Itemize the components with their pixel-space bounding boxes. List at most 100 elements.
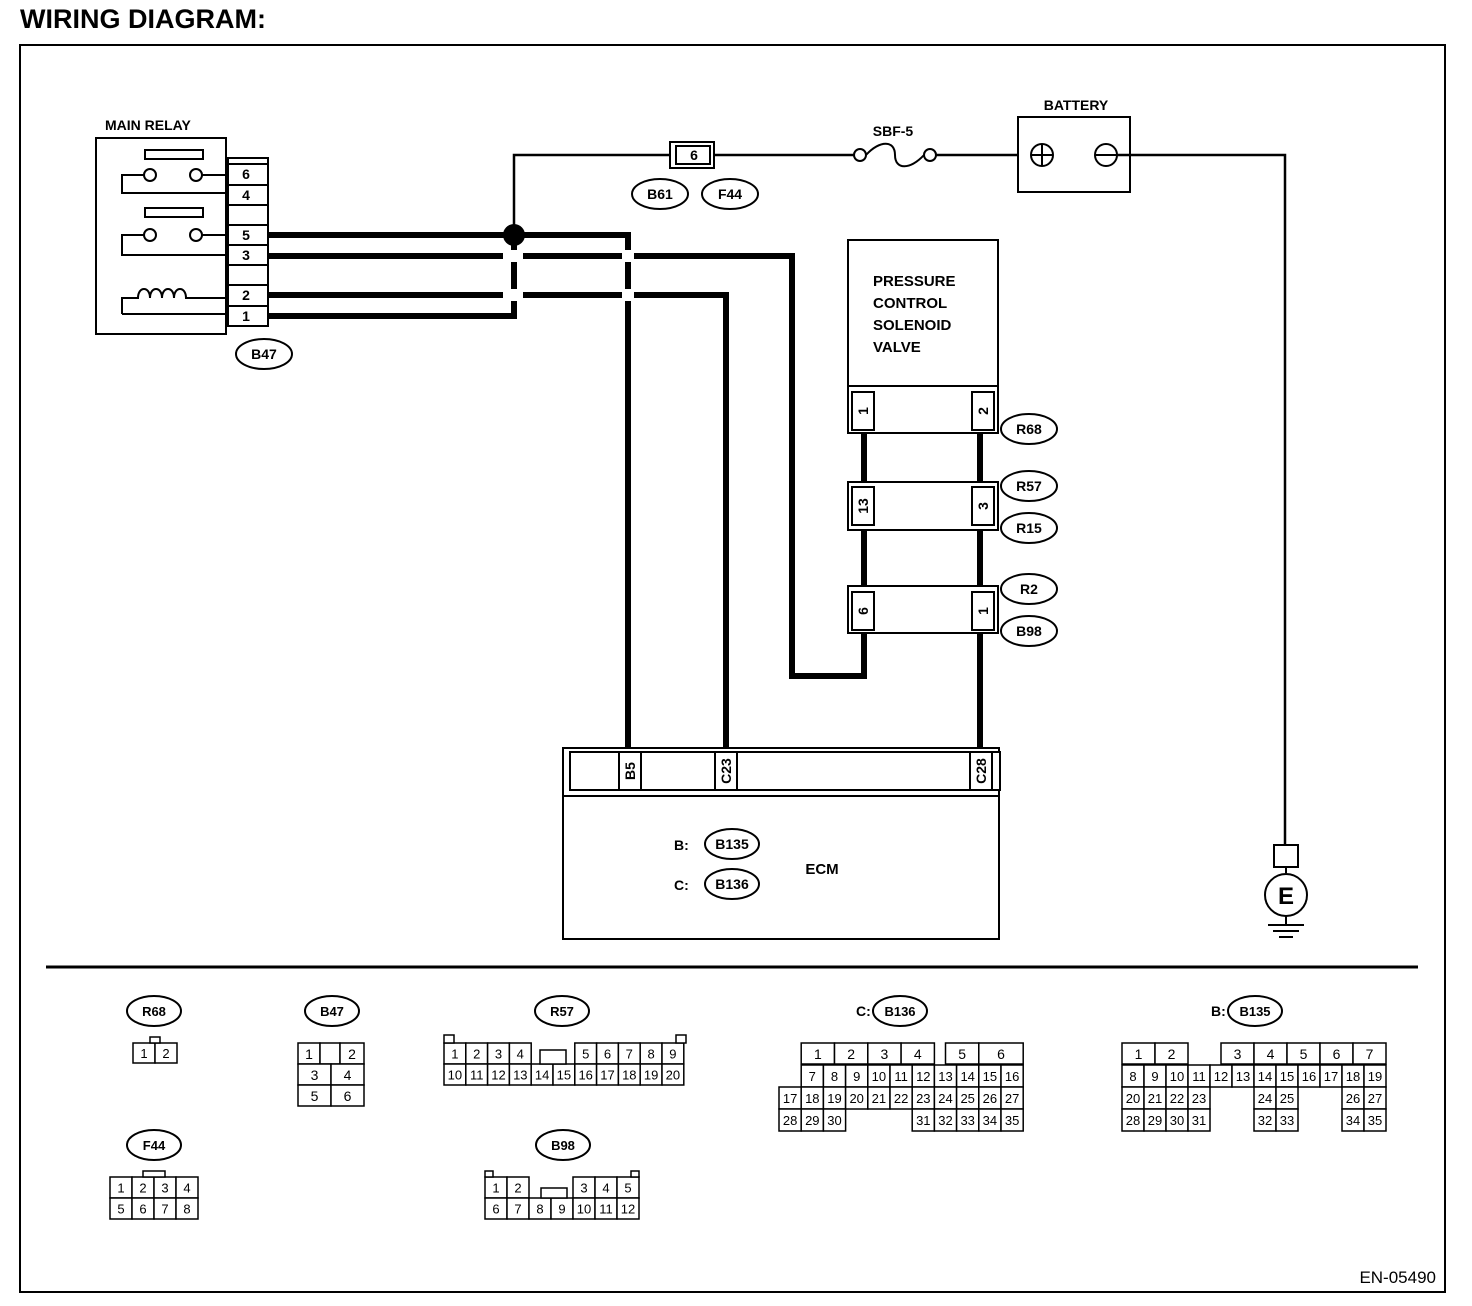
pressure-control-solenoid-valve: PRESSURE CONTROL SOLENOID VALVE (847, 239, 999, 387)
battery-label: BATTERY (1044, 97, 1109, 113)
svg-text:B:: B: (1211, 1003, 1226, 1019)
svg-text:18: 18 (805, 1091, 819, 1106)
svg-text:PRESSURE CONTROL S: PRESSURE CONTROL SOLENOID VALVE (873, 273, 960, 356)
pin-number: 1 (492, 1181, 499, 1196)
ground-symbol: E (1264, 844, 1308, 938)
svg-text:29: 29 (805, 1113, 819, 1128)
wire-pin5-to-b5 (268, 232, 631, 752)
relay-pin-label: 3 (242, 247, 250, 263)
pin-number: 15 (557, 1068, 571, 1083)
svg-text:14: 14 (1258, 1069, 1272, 1084)
main-relay-label: MAIN RELAY (105, 117, 191, 133)
fuse-icon (865, 142, 925, 168)
pin-number: 8 (647, 1047, 654, 1062)
pin-number: 14 (535, 1068, 549, 1083)
pin-number: 10 (577, 1202, 591, 1217)
svg-text:24: 24 (1258, 1091, 1272, 1106)
svg-text:1: 1 (1135, 1046, 1143, 1062)
ecm-pin-c23: C23 (718, 758, 734, 784)
page-title: WIRING DIAGRAM: (20, 4, 266, 34)
svg-text:25: 25 (960, 1091, 974, 1106)
connector-r68: 1 2 (847, 385, 999, 434)
svg-text:28: 28 (783, 1113, 797, 1128)
svg-text:29: 29 (1148, 1113, 1162, 1128)
svg-text:1: 1 (975, 607, 991, 615)
svg-text:15: 15 (983, 1069, 997, 1084)
svg-text:B136: B136 (884, 1004, 915, 1019)
svg-text:26: 26 (1346, 1091, 1360, 1106)
svg-text:2: 2 (1168, 1046, 1176, 1062)
svg-text:7: 7 (1366, 1046, 1374, 1062)
svg-text:20: 20 (1126, 1091, 1140, 1106)
pin-number: 16 (578, 1068, 592, 1083)
svg-text:R2: R2 (1020, 581, 1038, 597)
pin-number: 8 (536, 1202, 543, 1217)
svg-text:F44: F44 (718, 186, 742, 202)
connector-view-tag: B: B135 (1211, 995, 1283, 1027)
pin-number: 7 (626, 1047, 633, 1062)
svg-text:9: 9 (853, 1069, 860, 1084)
svg-text:33: 33 (1280, 1113, 1294, 1128)
ecm-label: ECM (805, 861, 838, 878)
wire-pin3-to-solenoid (268, 253, 867, 679)
svg-text:C:: C: (674, 877, 689, 893)
svg-text:23: 23 (1192, 1091, 1206, 1106)
pin-number: 4 (183, 1181, 190, 1196)
svg-text:4: 4 (914, 1046, 922, 1062)
connector-view-tag: C:B136 (856, 995, 928, 1027)
pin-number: 1 (451, 1047, 458, 1062)
svg-text:35: 35 (1005, 1113, 1019, 1128)
svg-text:7: 7 (809, 1069, 816, 1084)
splice-point (503, 224, 525, 246)
pin-number: 7 (514, 1202, 521, 1217)
pin-number: 2 (162, 1046, 169, 1061)
connector-tag-f44: F44 (701, 178, 759, 210)
ecm-pin-b5: B5 (622, 762, 638, 780)
svg-text:3: 3 (975, 502, 991, 510)
svg-text:32: 32 (1258, 1113, 1272, 1128)
svg-text:20: 20 (849, 1091, 863, 1106)
pin-number: 1 (117, 1181, 124, 1196)
svg-text:1: 1 (305, 1046, 313, 1062)
relay-pin-label: 1 (242, 308, 250, 324)
svg-text:5: 5 (1300, 1046, 1308, 1062)
svg-text:34: 34 (1346, 1113, 1360, 1128)
pin-number: 9 (558, 1202, 565, 1217)
svg-text:B135: B135 (1239, 1004, 1270, 1019)
svg-text:33: 33 (960, 1113, 974, 1128)
pin-number: 8 (183, 1202, 190, 1217)
pin-number: 13 (513, 1068, 527, 1083)
svg-text:5: 5 (958, 1046, 966, 1062)
svg-text:R68: R68 (142, 1004, 166, 1019)
svg-text:31: 31 (1192, 1113, 1206, 1128)
svg-text:19: 19 (827, 1091, 841, 1106)
svg-text:19: 19 (1368, 1069, 1382, 1084)
pin-number: 12 (491, 1068, 505, 1083)
svg-text:1: 1 (855, 407, 871, 415)
svg-text:14: 14 (960, 1069, 974, 1084)
connector-view-tag: R68 (126, 995, 182, 1027)
svg-text:B47: B47 (251, 346, 277, 362)
svg-text:18: 18 (1346, 1069, 1360, 1084)
svg-text:12: 12 (1214, 1069, 1228, 1084)
svg-text:11: 11 (894, 1069, 908, 1084)
svg-text:6: 6 (1333, 1046, 1341, 1062)
svg-text:21: 21 (1148, 1091, 1162, 1106)
svg-text:3: 3 (881, 1046, 889, 1062)
connector-view-tag: B47 (304, 995, 360, 1027)
svg-text:2: 2 (847, 1046, 855, 1062)
svg-text:B61: B61 (647, 186, 673, 202)
svg-text:6: 6 (690, 147, 698, 163)
svg-text:25: 25 (1280, 1091, 1294, 1106)
svg-text:4: 4 (1267, 1046, 1275, 1062)
pin-number: 5 (582, 1047, 589, 1062)
svg-text:5: 5 (311, 1088, 319, 1104)
pin-number: 9 (669, 1047, 676, 1062)
svg-text:1: 1 (814, 1046, 822, 1062)
pin-number: 1 (140, 1046, 147, 1061)
